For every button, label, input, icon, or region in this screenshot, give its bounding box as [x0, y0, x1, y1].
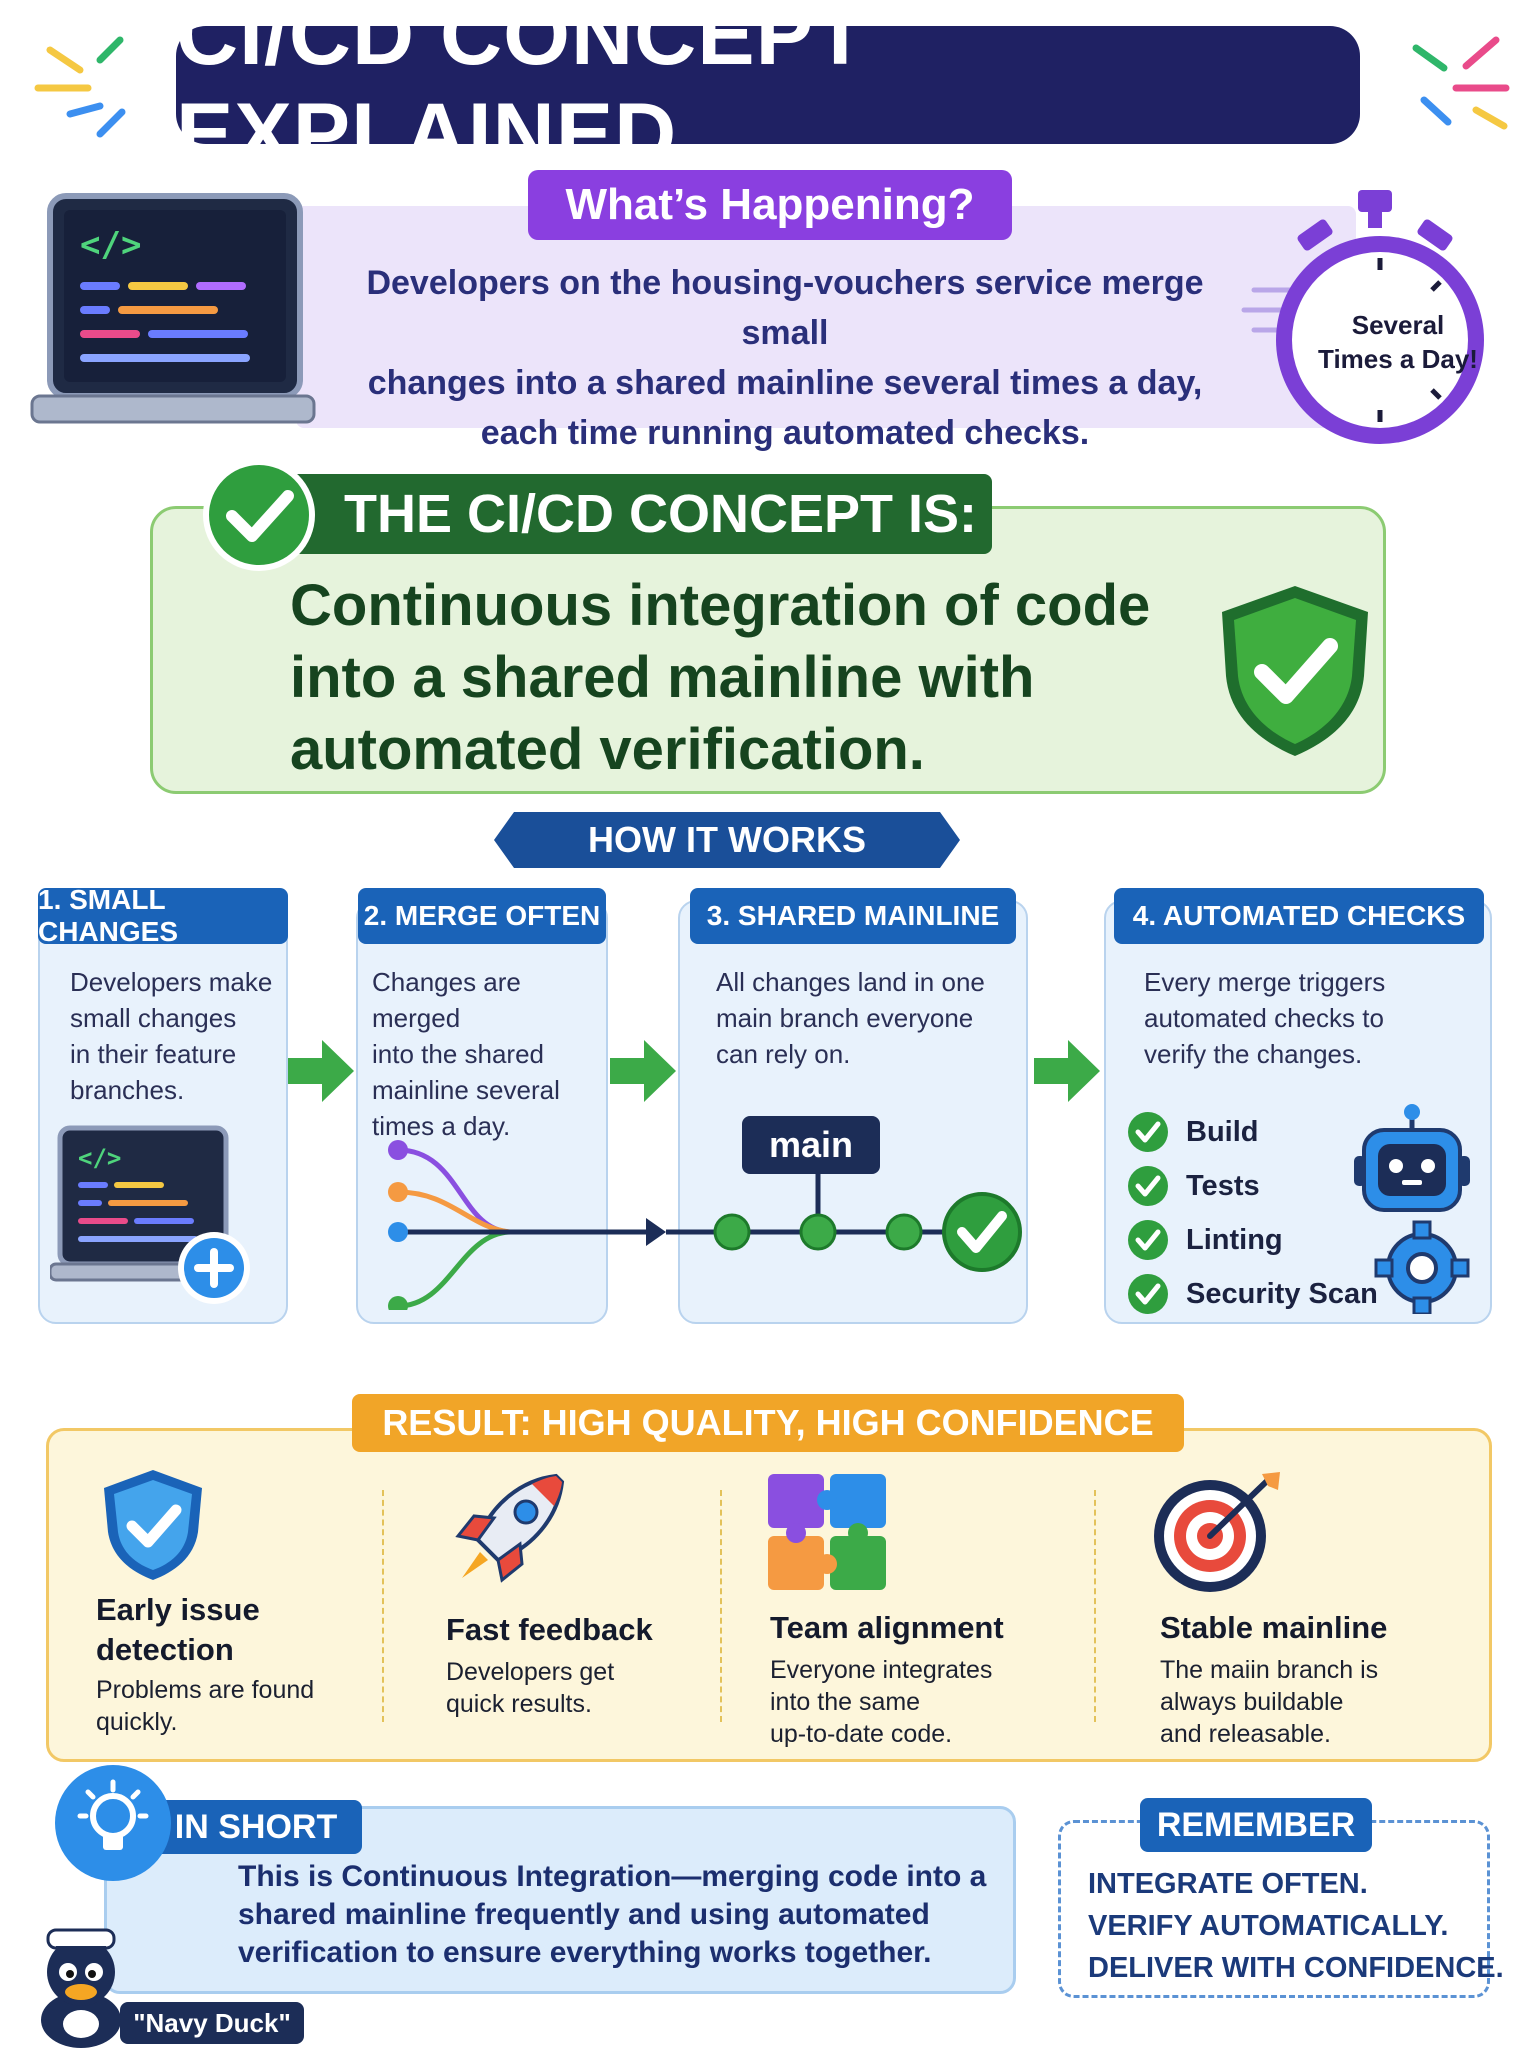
- concept-tag: THE CI/CD CONCEPT IS:: [258, 474, 992, 554]
- divider: [382, 1490, 384, 1722]
- remember-line-2: VERIFY AUTOMATICALLY.: [1088, 1910, 1449, 1942]
- step-title-3: 3. SHARED MAINLINE: [690, 888, 1016, 944]
- in-short-tag: IN SHORT: [150, 1800, 362, 1854]
- robot-gear-icon: [1354, 1104, 1470, 1314]
- divider: [720, 1490, 722, 1722]
- result-title-fast-feedback: Fast feedback: [446, 1612, 653, 1647]
- step-card-merge-often: [356, 900, 608, 1324]
- arrow-right-icon: [288, 1040, 354, 1102]
- remember-line-1: INTEGRATE OFTEN.: [1088, 1868, 1368, 1900]
- target-icon: [1154, 1472, 1280, 1592]
- main-branch-label: main: [742, 1116, 880, 1174]
- laptop-add-icon: </>: [50, 1125, 250, 1304]
- rocket-icon: [455, 1473, 565, 1583]
- remember-tag: REMEMBER: [1140, 1798, 1372, 1852]
- how-it-works-banner: [494, 812, 960, 868]
- laptop-code-icon: </>: [30, 193, 316, 424]
- check-circle-icon: [1128, 1274, 1168, 1314]
- result-title-team-alignment: Team alignment: [770, 1610, 1004, 1645]
- check-circle-icon: [1128, 1112, 1168, 1152]
- check-item-security-scan: Security Scan: [1126, 1272, 1378, 1316]
- stopwatch-label: Several Times a Day!: [1318, 310, 1478, 374]
- check-item-linting: Linting: [1126, 1218, 1283, 1262]
- arrow-right-icon: [610, 1040, 676, 1102]
- sparkle-burst-right-icon: [1412, 36, 1510, 130]
- concept-definition: Continuous integration of code into a sh…: [290, 573, 1151, 782]
- shield-check-icon: [104, 1470, 202, 1580]
- merge-branches-diagram: [388, 1140, 1022, 1310]
- puzzle-icon: [768, 1474, 886, 1590]
- check-item-tests: Tests: [1126, 1164, 1260, 1208]
- check-circle-icon: [1128, 1220, 1168, 1260]
- arrow-right-icon: [1034, 1040, 1100, 1102]
- mascot-label: "Navy Duck": [120, 2002, 304, 2044]
- shield-check-icon: [1222, 586, 1368, 756]
- happening-panel: [296, 206, 1356, 428]
- navy-duck-mascot-icon: [41, 1928, 121, 2048]
- remember-line-3: DELIVER WITH CONFIDENCE.: [1088, 1952, 1504, 1984]
- happening-description: Developers on the housing-vouchers servi…: [366, 264, 1204, 452]
- happening-tag: What’s Happening?: [528, 170, 1012, 240]
- step-title-4: 4. AUTOMATED CHECKS: [1114, 888, 1484, 944]
- result-title-stable-mainline: Stable mainline: [1160, 1610, 1388, 1645]
- check-item-build: Build: [1126, 1110, 1259, 1154]
- check-circle-icon: [1128, 1166, 1168, 1206]
- divider: [1094, 1490, 1096, 1722]
- svg-text:</>: </>: [80, 225, 141, 265]
- concept-panel: [150, 506, 1386, 794]
- lightbulb-icon: [55, 1765, 171, 1881]
- step-title-2: 2. MERGE OFTEN: [358, 888, 606, 944]
- svg-text:</>: </>: [78, 1144, 121, 1172]
- page-title: CI/CD CONCEPT EXPLAINED: [176, 0, 868, 182]
- title-banner: CI/CD CONCEPT EXPLAINED: [176, 0, 1360, 182]
- stopwatch-icon: [1241, 190, 1484, 444]
- result-tag: RESULT: HIGH QUALITY, HIGH CONFIDENCE: [352, 1394, 1184, 1452]
- how-it-works-label: HOW IT WORKS: [588, 819, 866, 860]
- sparkle-burst-left-icon: [34, 36, 126, 138]
- in-short-text: This is Continuous Integration—merging c…: [238, 1860, 987, 1969]
- check-circle-icon: [203, 459, 315, 571]
- step-title-1: 1. SMALL CHANGES: [38, 884, 288, 947]
